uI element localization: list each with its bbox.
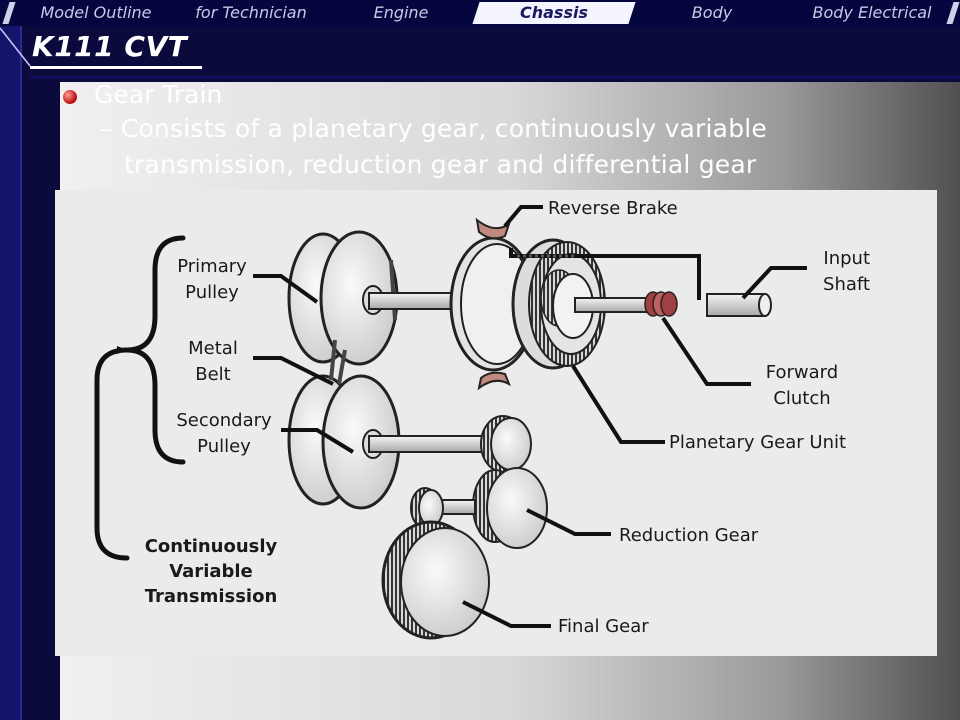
leader-forward-clutch xyxy=(661,316,751,386)
label-secondary-pulley: Secondary xyxy=(176,410,272,431)
label-reduction-gear: Reduction Gear xyxy=(619,525,759,546)
final-gear xyxy=(381,520,490,640)
tab-engine[interactable]: Engine xyxy=(373,3,429,22)
bullet-heading: Gear Train xyxy=(94,80,223,109)
tab-model-outline[interactable]: Model Outline xyxy=(40,3,152,22)
bullet-icon xyxy=(63,90,77,104)
reverse-brake-pad-bottom xyxy=(477,371,511,391)
leader-planetary-gear-unit xyxy=(571,364,665,444)
label-metal-belt: Belt xyxy=(195,364,230,385)
reduction-gear-upper xyxy=(480,415,532,473)
leader-secondary-pulley xyxy=(281,428,355,454)
top-nav-bar: Model Outline for Technician Engine Chas… xyxy=(0,0,960,26)
label-primary-pulley: Primary xyxy=(177,256,247,277)
sub-bullet-line-2: transmission, reduction gear and differe… xyxy=(124,150,757,179)
tab-body-electrical[interactable]: Body Electrical xyxy=(812,3,932,22)
title-underline xyxy=(30,66,202,69)
tab-for-technician[interactable]: for Technician xyxy=(195,3,307,22)
forward-clutch xyxy=(644,291,678,317)
gear-train-diagram: Reverse Brake Input Shaft Primary Pulley… xyxy=(94,198,870,640)
gear-train-diagram-panel: Reverse Brake Input Shaft Primary Pulley… xyxy=(55,190,937,656)
label-final-gear: Final Gear xyxy=(558,616,649,637)
label-cvt: Variable xyxy=(169,561,253,582)
tab-chassis[interactable]: Chassis xyxy=(520,3,588,22)
cvt-bracket xyxy=(94,235,186,561)
small-pinion-gear xyxy=(410,487,444,529)
label-forward-clutch: Clutch xyxy=(773,388,830,409)
linkage-line xyxy=(509,248,701,300)
left-accent-bar xyxy=(0,26,22,720)
label-primary-pulley: Pulley xyxy=(185,282,239,303)
secondary-shaft xyxy=(368,435,498,453)
label-reverse-brake: Reverse Brake xyxy=(548,198,678,219)
leader-input-shaft xyxy=(741,266,807,300)
label-input-shaft: Input xyxy=(823,248,870,269)
corner-accent xyxy=(0,27,31,67)
label-metal-belt: Metal xyxy=(188,338,238,359)
slide-title: K111 CVT xyxy=(32,30,188,63)
reduction-gear xyxy=(472,467,548,549)
title-rule xyxy=(30,76,960,79)
label-cvt: Transmission xyxy=(145,586,278,607)
label-forward-clutch: Forward xyxy=(766,362,838,383)
bracket-arrow-icon xyxy=(117,346,127,354)
reverse-brake-pad-top xyxy=(475,217,511,240)
leader-primary-pulley xyxy=(253,274,319,304)
input-shaft xyxy=(706,293,772,317)
nav-separator xyxy=(2,2,16,24)
secondary-pulley xyxy=(287,374,401,510)
leader-reverse-brake xyxy=(503,205,543,228)
label-input-shaft: Shaft xyxy=(823,274,870,295)
leader-metal-belt xyxy=(253,356,334,386)
tab-body[interactable]: Body xyxy=(691,3,733,22)
sub-bullet-line-1: – Consists of a planetary gear, continuo… xyxy=(100,114,767,143)
leader-final-gear xyxy=(462,600,551,628)
label-secondary-pulley: Pulley xyxy=(197,436,251,457)
planetary-gear-unit xyxy=(511,238,606,370)
leader-reduction-gear xyxy=(526,508,611,536)
label-cvt: Continuously xyxy=(145,536,278,557)
label-planetary-gear-unit: Planetary Gear Unit xyxy=(669,432,846,453)
